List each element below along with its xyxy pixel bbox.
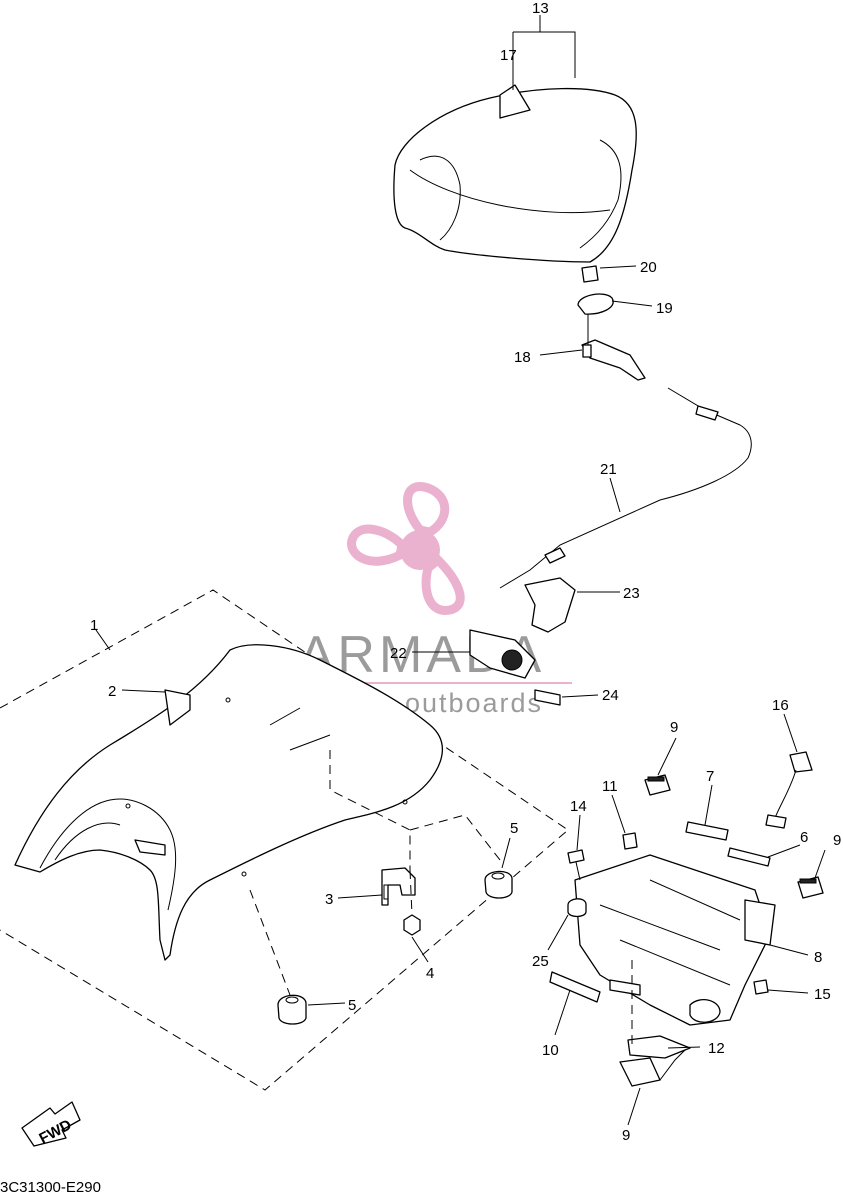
fuse-part-9b [797, 876, 824, 899]
callout-20: 20 [640, 259, 657, 276]
seat-cover-tag-part-17 [499, 84, 531, 119]
seat-cover-part-16 [393, 84, 637, 263]
seat-tag-part-2 [164, 689, 191, 726]
callout-12: 12 [708, 1040, 725, 1057]
callout-14a: 14 [570, 798, 587, 815]
callout-10: 10 [542, 1042, 559, 1059]
tape-part-8 [685, 821, 729, 841]
collar-part-20 [581, 265, 599, 283]
callout-9b: 9 [833, 832, 841, 849]
damper-part-5a [484, 870, 513, 899]
battery-bracket-part-6 [574, 854, 776, 1026]
callout-19: 19 [656, 300, 673, 317]
strap-part-15 [765, 751, 813, 829]
seat-lock-bracket-part-18 [581, 339, 646, 381]
callout-14b: 15 [814, 986, 831, 1003]
callout-24: 24 [602, 687, 619, 704]
fwd-direction-arrow-icon: FWD [21, 1101, 81, 1147]
screw-part-24 [534, 689, 561, 706]
cap-part-25 [567, 898, 587, 918]
seat-lock-part-22 [469, 629, 536, 679]
dashed-leader-paths [249, 750, 501, 996]
callout-7: 6 [800, 829, 808, 846]
callout-3: 3 [325, 891, 333, 908]
seat-part-1 [14, 644, 443, 961]
nut-part-4 [403, 914, 421, 936]
seat-assembly-boundary [0, 589, 569, 1091]
seat-lock-cable-part-21 [499, 387, 752, 589]
callout-9a: 9 [670, 719, 678, 736]
callout-13: 11 [602, 778, 618, 795]
damper-strip-part-10 [549, 971, 601, 1003]
bolt-part-14a [567, 849, 585, 881]
lock-bracket-part-23 [524, 577, 576, 633]
callout-21: 21 [600, 461, 617, 478]
leader-lines [95, 15, 826, 1126]
callout-4: 4 [426, 965, 434, 982]
fuse-part-9a [644, 774, 671, 796]
callout-25: 25 [532, 953, 549, 970]
callout-5a: 5 [510, 820, 518, 837]
callout-11: 9 [622, 1127, 630, 1144]
callout-2: 2 [108, 683, 116, 700]
bolt-part-14b [753, 979, 769, 995]
callout-22: 22 [390, 645, 407, 662]
plate-part-19 [577, 293, 614, 345]
relay-bracket-part-12 [627, 1035, 691, 1059]
callout-8: 7 [706, 768, 714, 785]
callout-5b: 5 [348, 997, 356, 1014]
callout-1: 1 [90, 617, 98, 634]
callout-15: 16 [772, 697, 789, 714]
callout-23: 23 [623, 585, 640, 602]
callout-16: 13 [532, 0, 549, 17]
tape-part-7 [727, 847, 771, 867]
callout-18: 18 [514, 349, 531, 366]
callout-labels: 13 17 20 19 18 21 23 22 24 1 2 3 4 5 5 9… [90, 0, 841, 1144]
damper-part-5b [277, 994, 307, 1025]
callout-17: 17 [500, 47, 517, 64]
callout-6: 8 [814, 949, 822, 966]
diagram-code: 3C31300-E290 [0, 1179, 101, 1193]
relay-part-11 [619, 1049, 686, 1087]
grommet-part-13 [622, 832, 638, 850]
